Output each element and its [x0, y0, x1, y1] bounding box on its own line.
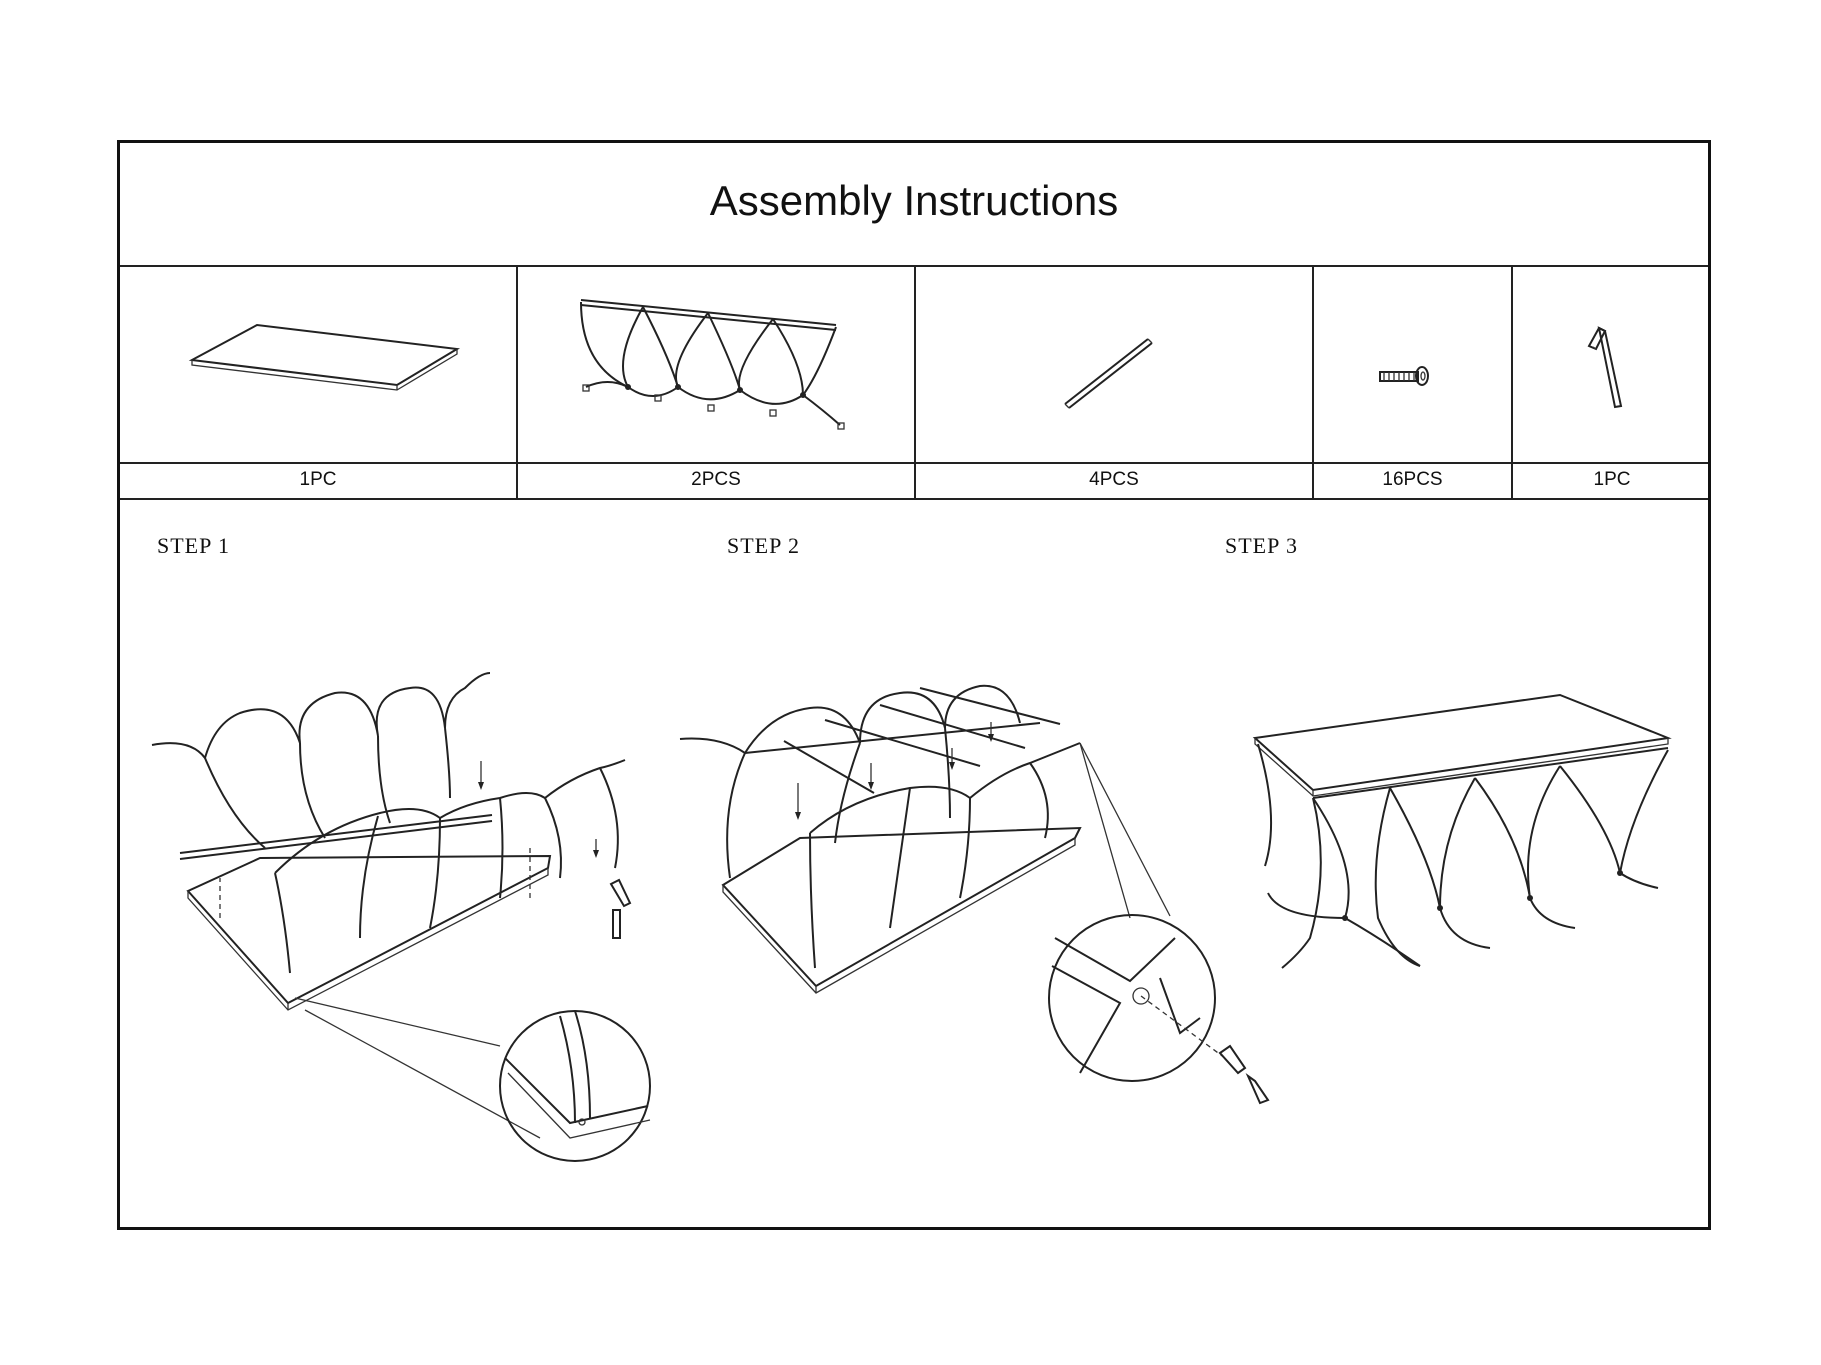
step-3-label: STEP 3: [1225, 533, 1299, 558]
step-1-diagram: [151, 672, 651, 1162]
quantity-glass-top: 1PC: [120, 462, 518, 498]
parts-row: [120, 265, 1708, 464]
screw-bolt-icon: [1379, 366, 1429, 386]
quantity-row: 1PC 2PCS 4PCS 16PCS 1PC: [120, 462, 1708, 500]
glass-top-panel-icon: [188, 323, 461, 391]
step-illustrations: [151, 672, 1672, 1162]
allen-key-icon: [1587, 326, 1623, 409]
connecting-rod-icon: [1064, 338, 1153, 409]
title-row: Assembly Instructions: [120, 143, 1708, 267]
steps-area: STEP 1 STEP 2 STEP 3: [120, 498, 1708, 1230]
page-title: Assembly Instructions: [709, 177, 1119, 224]
step-2-diagram: [679, 684, 1270, 1105]
step-3-diagram: [1252, 693, 1672, 969]
instruction-sheet: Assembly Instructions: [117, 140, 1711, 1230]
step-1-label: STEP 1: [157, 533, 231, 558]
part-cell-side-frame: [518, 265, 916, 462]
arched-side-frame-icon: [580, 299, 845, 430]
part-cell-rod: [916, 265, 1314, 462]
part-cell-glass-top: [120, 265, 518, 462]
step-2-label: STEP 2: [727, 533, 801, 558]
quantity-side-frame: 2PCS: [518, 462, 916, 498]
part-cell-allen-key: [1513, 265, 1711, 462]
part-cell-screw: [1314, 265, 1513, 462]
quantity-allen-key: 1PC: [1593, 469, 1631, 490]
quantity-screw: 16PCS: [1314, 462, 1513, 498]
quantity-rod: 4PCS: [916, 462, 1314, 498]
